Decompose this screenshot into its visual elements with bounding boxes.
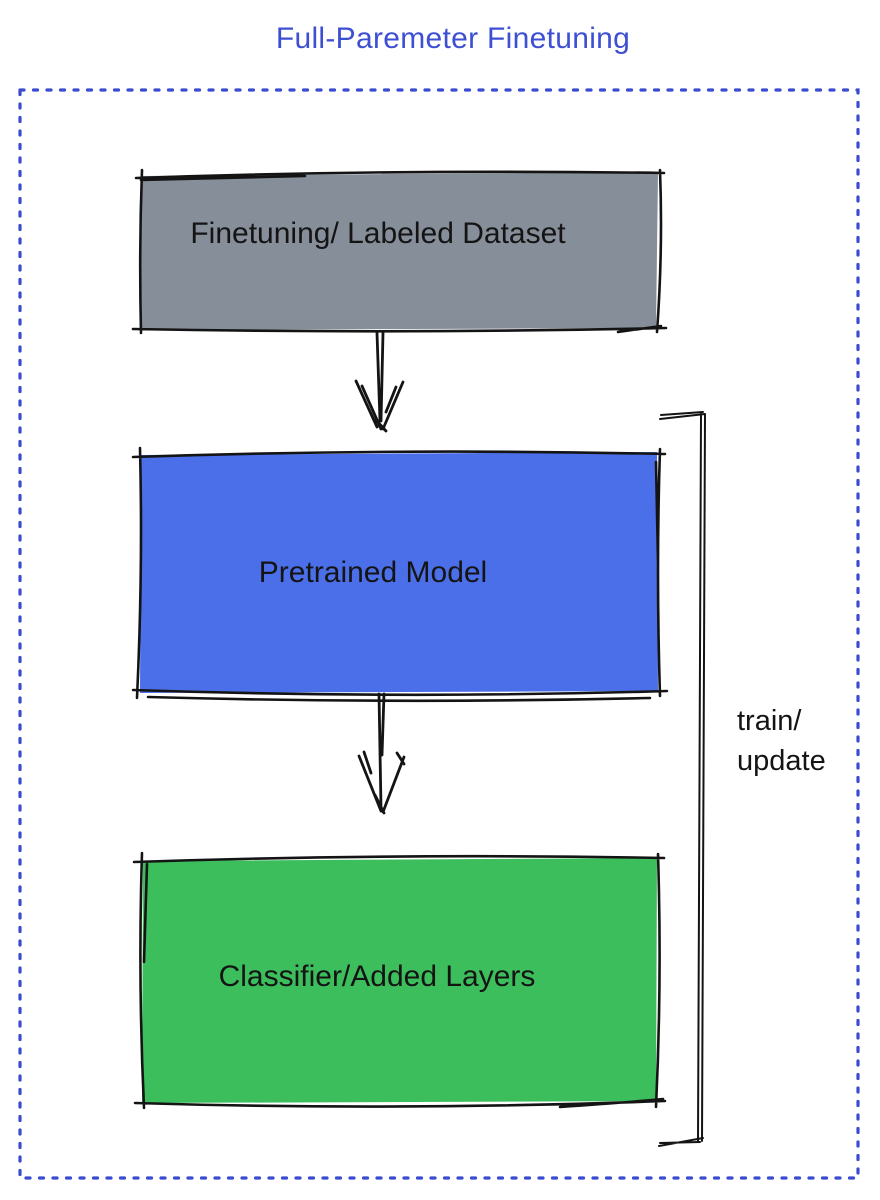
train-update-annotation: train/ update [737,701,826,781]
node-finetuning-dataset: Finetuning/ Labeled Dataset [140,172,660,330]
train-update-annotation-line2: update [737,745,826,777]
arrow-pretrained-to-classifier [357,692,406,815]
node-classifier-added-layers-fill [142,858,657,1103]
dotted-boundary-border [18,88,860,1180]
arrow-dataset-to-pretrained [354,331,405,433]
node-finetuning-dataset-outline [131,168,668,335]
node-classifier-added-layers-outline [132,851,667,1110]
node-pretrained-model-fill [140,452,658,693]
node-finetuning-dataset-label: Finetuning/ Labeled Dataset [190,217,566,250]
node-classifier-added-layers: Classifier/Added Layers [140,858,660,1104]
diagram-title: Full-Paremeter Finetuning [275,22,631,55]
node-classifier-added-layers-label: Classifier/Added Layers [218,960,536,993]
node-pretrained-model-outline [131,446,669,703]
node-pretrained-model: Pretrained Model [138,452,660,694]
train-update-bracket [658,411,706,1147]
node-pretrained-model-label: Pretrained Model [258,556,488,589]
node-finetuning-dataset-fill [141,172,658,330]
train-update-annotation-line1: train/ [737,705,802,737]
